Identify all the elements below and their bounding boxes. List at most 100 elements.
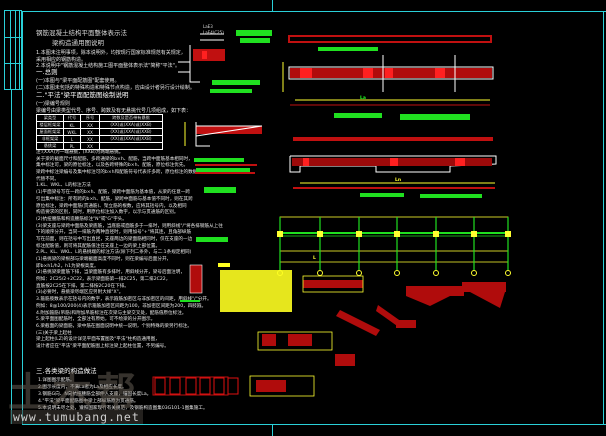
note-line: (3)必要时，悬挑梁尽端区应另附大样"X"。 bbox=[36, 290, 124, 296]
span-label: L bbox=[313, 256, 316, 261]
beam-end-detail bbox=[178, 33, 225, 83]
note-line: 5.本说明未尽之处，遵照国家现行有关规范，及钢筋构造图集03G101-1图集施工… bbox=[38, 406, 208, 411]
grid-axis-bubble bbox=[471, 270, 477, 276]
note-line: 2.图示长度内，不满La者为La及相应长度。 bbox=[38, 385, 127, 390]
column-section bbox=[180, 264, 203, 302]
note-line: 原位标注，梁跨中面筋(贯通筋)、架立筋的根数，应将其括号内，以及相同 bbox=[36, 203, 187, 209]
inner-frame-left bbox=[22, 11, 23, 425]
note-line: 下的顺序分开，当同一排筋为两种直径时，则用加号"+"将其连，且角部纵筋 bbox=[36, 230, 192, 236]
frame-bottom-divider bbox=[272, 424, 273, 436]
table-intro: 梁编号由梁类型代号、序号、跨数及有无悬挑代号几项组成，如下表： bbox=[36, 108, 192, 114]
section1-heading: 一.总则 bbox=[36, 68, 58, 76]
intro-note-2: 采用相应的钢筋构造。 bbox=[36, 57, 87, 63]
note-line: 1.KL、WKL、L的标注方法 bbox=[36, 183, 91, 189]
note-line: (1)悬挑梁的梁根部与梁端截面高度不同时，则在梁编号后面分开， bbox=[36, 257, 172, 262]
title-block-strip bbox=[4, 10, 22, 90]
table-row: 屋面框架梁 WKL XX (XX)或(XXA)或(XXB) bbox=[36, 128, 163, 136]
note-line: 5.梁平面图配筋时，全部注有原始，可不绘梁的分开图示。 bbox=[36, 317, 156, 323]
note-line: 6.梁截面的梁面筋，梁中筋在图面说明中统一说明，个别特殊的梁另行标注。 bbox=[36, 323, 192, 329]
note-line: 代替不同。 bbox=[36, 176, 59, 182]
note-line: (三)关于梁上起柱 bbox=[36, 330, 72, 336]
note-line: 例如：8@100/200(4)表示箍筋加密区间距为100，非加密区间距为200，… bbox=[36, 303, 207, 309]
note-line: 梁跨中标注梁编号及集中标注可的b×h和配筋符号代表许多跨，原位标注的数据可 bbox=[36, 170, 202, 176]
note-line: (1)平面梁号写在一跨的b×h、配筋，梁跨中面筋为基本值，从梁的任意一跨 bbox=[36, 190, 190, 196]
frame-right-line bbox=[603, 11, 604, 424]
haunch-details bbox=[302, 275, 506, 336]
frame-beam-WKL bbox=[289, 137, 497, 189]
stirrup-section bbox=[185, 377, 197, 395]
stirrup-section bbox=[227, 377, 239, 395]
section2-heading: 二."平法"梁平面配筋图绘制说明 bbox=[36, 91, 129, 99]
column-node bbox=[505, 231, 511, 237]
green-labels bbox=[194, 30, 482, 242]
frame-top-divider bbox=[272, 0, 273, 11]
beam-code-table: 梁类型 代号 序号 跨数及是否带有悬挑 楼层框架梁 KL XX (XX)或(XX… bbox=[36, 114, 163, 150]
note-line: 引出集中标注：所有跨的b×h、配筋，梁跨中面筋与基本值不同时，则在其跨 bbox=[36, 196, 193, 202]
column-node bbox=[356, 231, 362, 237]
stirrup-section bbox=[199, 377, 211, 395]
note-line: 集中标注可，梁的原位标注，以及各跨特殊的b×h、配筋，原位标注优先。 bbox=[36, 163, 189, 169]
note-line: 构造要求的区别，同时，用原位标注加入数字，以示与贯通筋的区别。 bbox=[36, 210, 179, 216]
note-line: 写在前面，则在括号中写出直径，支座两边的梁面筋相同时，仅在支座的一边 bbox=[36, 236, 193, 242]
note-line: 即b×h1/h2，h1为梁根高度。 bbox=[36, 263, 99, 269]
column-node bbox=[277, 231, 283, 237]
stirrup-section bbox=[169, 377, 181, 395]
column-node bbox=[471, 231, 477, 237]
column-node bbox=[433, 231, 439, 237]
watermark-url: www.tumubang.net bbox=[10, 410, 143, 424]
column-node bbox=[394, 231, 400, 237]
note-line: 关于梁的截面尺寸和配筋，多跨通梁的b×h、配筋，当跨中面筋基本相同时， bbox=[36, 156, 193, 162]
note-line: 4.附加箍筋(吊筋)和附加吊筋标注在次梁与主梁交叉处，配筋值原位标注。 bbox=[36, 310, 187, 316]
note-line: 设计者应在"平法"梁平面配筋图上标注梁上起柱位置，不另编号。 bbox=[36, 343, 169, 349]
la-label: La bbox=[360, 96, 366, 101]
section2-sub: (一)梁编号规则 bbox=[36, 101, 70, 107]
section3-heading: 三.各类梁的构造做法 bbox=[36, 367, 97, 375]
yellow-notes-block bbox=[218, 263, 292, 312]
note-line: 1.详图图示配筋。 bbox=[38, 378, 75, 383]
section1-note-1: (一)本图与"梁平面配筋图"配套使用。 bbox=[36, 78, 120, 84]
note-line: 梁上起柱(LZ)的设计详见平面布置图及"平法"柱构造通用图， bbox=[36, 337, 160, 343]
grid-axis-bubble bbox=[505, 270, 511, 276]
note-line: (2)悬挑梁梁面筋下排，当梁面筋有多排时，用斜线分开，梁号后面注明， bbox=[36, 270, 185, 276]
stirrup-section bbox=[213, 377, 225, 395]
note-line: 标注配筋值，则可将其配筋值注在支座上一边的梁上部位置。 bbox=[36, 243, 161, 249]
note-line: 3.箍筋肢数表示在括号内的数字，表示箍筋加密区与非加密区的间距，用斜线"/"分开… bbox=[36, 297, 212, 303]
section3-notes: 1.详图图示配筋。 2.图示长度内，不满La者为La及相应长度。 3.钢筋G向、N向… bbox=[38, 377, 208, 412]
ln-label: Ln bbox=[395, 178, 402, 183]
table-cell bbox=[99, 142, 163, 150]
frame-beam-KL bbox=[282, 35, 494, 106]
body-notes: 注:(XXA)为一端悬挑，(XXB)为两端悬挑。关于梁的截面尺寸和配筋，多跨通梁… bbox=[36, 150, 223, 351]
column-node bbox=[317, 231, 323, 237]
note-line: 直筋按2C25在下排，第二排按2C20在下排。 bbox=[36, 283, 129, 289]
grid-axis-bubble bbox=[356, 270, 362, 276]
watermark-logo: 土木帮 bbox=[8, 370, 140, 416]
grid-columns bbox=[277, 217, 511, 276]
table-row: 悬挑梁 PL XX bbox=[36, 142, 163, 150]
stirrup-details bbox=[154, 377, 239, 395]
grid-axis-bubble bbox=[433, 270, 439, 276]
drawing-title-2: 梁构造通用图说明 bbox=[52, 39, 104, 47]
intro-note-1: 1.本图未注明事项，除本说明外，均按现行国家标准规范有关规定， bbox=[36, 50, 186, 56]
title-block-vline bbox=[11, 90, 12, 424]
note-line: (2)抗扭腰筋和构造腰筋标注"N"或"G"字头。 bbox=[36, 216, 127, 222]
grid-axis-bubble bbox=[394, 270, 400, 276]
note-line: 3.钢筋G向、N向抗扭腰筋全部伸入支座，锚固长度La。 bbox=[38, 392, 152, 397]
note-line: (3)梁支座与梁跨中面筋及梁底筋，当底筋或面筋多于一排时，则用斜线"/"将各排钢… bbox=[36, 223, 223, 229]
stirrup-section bbox=[154, 377, 166, 395]
cantilever-detail bbox=[184, 122, 263, 174]
opening-details bbox=[152, 331, 355, 397]
note-line: 2.PL、KL、WKL、L的悬挑端的标注方法(除下列二条外，与二.1条规定相同) bbox=[36, 250, 192, 256]
section1-note-2: (二)本图未包括的特殊构造和特殊节点构造，应由设计者另行设计绘制。 bbox=[36, 85, 195, 91]
drawing-title-1: 钢筋混凝土结构平面整体表示法 bbox=[36, 29, 127, 37]
frame-top-line bbox=[22, 11, 606, 12]
lae-label-2: LaE4(C25) bbox=[203, 30, 224, 35]
frame-bottom-line bbox=[22, 424, 606, 425]
lae-label: LaE3 bbox=[203, 24, 213, 29]
grid-axis-bubble bbox=[317, 270, 323, 276]
note-line: 注:(XXA)为一端悬挑，(XXB)为两端悬挑。 bbox=[36, 150, 124, 155]
intro-note-3: 2.本说明中"钢筋混凝土结构施工图平面整体表示法"简称"平法"。 bbox=[36, 63, 180, 69]
note-line: 4."平法"梁平面配筋图中梁上部纵筋原为贯通筋。 bbox=[38, 399, 139, 404]
note-line: 例如：2C25/2+2C22，表示梁面筋第一排2C25，第二排2C22， bbox=[36, 277, 171, 283]
